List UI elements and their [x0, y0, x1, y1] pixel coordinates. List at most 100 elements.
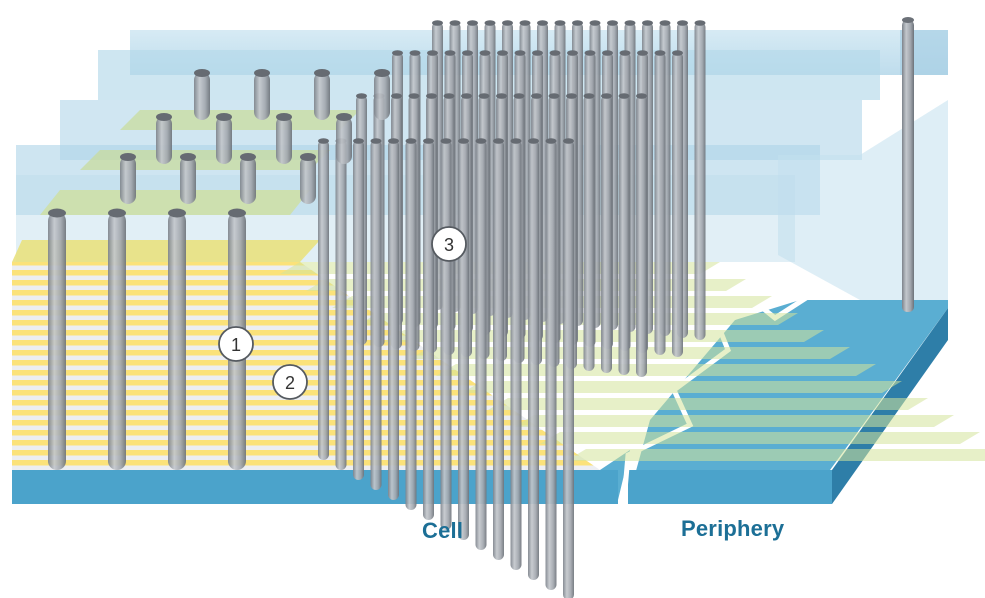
short-pillar-2-cap: [254, 69, 270, 77]
channel-pillar-r2-17: [672, 50, 683, 357]
green-plate-2: [80, 150, 330, 170]
front-pillar-2: [108, 208, 126, 470]
channel-pillar-r4-1: [318, 138, 329, 460]
channel-pillar-r4-10-body: [475, 140, 487, 550]
channel-pillar-r1-16-body: [694, 22, 706, 340]
periphery-region-label: Periphery: [681, 516, 785, 541]
front-pillar-3: [168, 208, 186, 470]
short-pillar-7: [276, 113, 292, 164]
channel-pillar-r1-16-cap: [694, 20, 706, 26]
channel-pillar-r1-13-cap: [642, 20, 653, 26]
channel-pillar-r4-3-cap: [353, 138, 364, 144]
front-pillar-2-cap: [108, 208, 126, 218]
front-pillars: [48, 208, 246, 470]
channel-pillar-r4-12-cap: [510, 138, 522, 144]
short-pillar-12-cap: [300, 153, 316, 161]
channel-pillar-r3-9-cap: [496, 93, 507, 99]
short-pillar-11-body: [240, 156, 256, 204]
channel-pillar-r3-17-cap: [636, 93, 647, 99]
channel-pillar-r2-6-cap: [479, 50, 491, 56]
channel-pillar-r4-2: [335, 138, 347, 470]
channel-pillar-r1-5-cap: [502, 20, 513, 26]
channel-pillar-r4-14-cap: [545, 138, 557, 144]
channel-pillar-r4-5: [388, 138, 399, 500]
channel-pillar-r2-4-cap: [444, 50, 456, 56]
channel-pillar-r3-15-cap: [601, 93, 612, 99]
channel-pillar-r4-4-body: [370, 140, 382, 490]
channel-pillar-r4-11-cap: [493, 138, 504, 144]
short-pillar-1: [194, 69, 210, 120]
callout-markers: 1 2 3: [218, 226, 467, 400]
channel-pillar-r4-1-cap: [318, 138, 329, 144]
channel-pillar-r2-9-cap: [532, 50, 543, 56]
channel-pillar-r3-6-cap: [443, 93, 455, 99]
channel-pillar-r4-7: [423, 138, 434, 520]
short-pillar-9-body: [120, 156, 136, 204]
channel-pillar-r4-14-body: [545, 140, 557, 590]
channel-pillar-r4-6-body: [405, 140, 417, 510]
channel-pillar-r4-11-body: [493, 140, 504, 560]
channel-pillar-r4-5-cap: [388, 138, 399, 144]
channel-pillar-r3-12-cap: [548, 93, 560, 99]
channel-pillar-r3-17: [636, 93, 647, 377]
channel-pillar-r1-11-cap: [607, 20, 618, 26]
substrate-cell-front: [12, 470, 618, 504]
stair-step-9: [488, 398, 928, 410]
channel-pillar-r4-10: [475, 138, 487, 550]
channel-pillar-r1-6-cap: [519, 20, 531, 26]
short-pillar-10-body: [180, 156, 196, 204]
channel-pillar-r2-2-cap: [409, 50, 421, 56]
channel-pillar-r4-15-body: [563, 140, 574, 598]
short-pillar-4-cap: [374, 69, 390, 77]
channel-pillar-r4-9-body: [458, 140, 469, 540]
channel-pillar-r4-15-cap: [563, 138, 574, 144]
marker-3-text: 3: [444, 235, 454, 255]
short-pillar-2-body: [254, 72, 270, 120]
channel-pillar-r2-10-cap: [549, 50, 561, 56]
channel-pillar-r1-14-cap: [659, 20, 671, 26]
channel-pillar-r3-5-cap: [426, 93, 437, 99]
channel-pillar-r3-14-body: [583, 95, 595, 371]
channel-pillar-r4-11: [493, 138, 504, 560]
channel-pillar-r4-7-body: [423, 140, 434, 520]
channel-pillar-r3-17-body: [636, 95, 647, 377]
front-pillar-3-body: [168, 212, 186, 470]
short-pillar-11-cap: [240, 153, 256, 161]
select-gate-plates: [40, 110, 360, 215]
channel-pillar-r1-16: [694, 20, 706, 340]
channel-pillar-r2-17-body: [672, 52, 683, 357]
short-pillar-5-cap: [156, 113, 172, 121]
channel-pillar-r2-5-cap: [462, 50, 473, 56]
channel-pillar-r4-4: [370, 138, 382, 490]
marker-1: 1: [218, 326, 254, 362]
channel-pillar-r2-16-cap: [654, 50, 666, 56]
stair-step-11: [540, 432, 980, 444]
channel-pillar-r4-9: [458, 138, 469, 540]
front-pillar-1: [48, 208, 66, 470]
short-pillar-4-body: [374, 72, 390, 120]
channel-pillar-r4-2-body: [335, 140, 347, 470]
short-pillar-7-body: [276, 116, 292, 164]
short-pillar-6: [216, 113, 232, 164]
short-pillar-11: [240, 153, 256, 204]
channel-pillar-r2-17-cap: [672, 50, 683, 56]
channel-pillar-r3-11-cap: [531, 93, 542, 99]
marker-1-text: 1: [231, 335, 241, 355]
marker-3: 3: [431, 226, 467, 262]
channel-pillar-r1-9-cap: [572, 20, 583, 26]
short-pillar-4: [374, 69, 390, 120]
channel-pillar-r4-8-body: [440, 140, 452, 530]
channel-pillar-r1-1-cap: [432, 20, 443, 26]
periphery-contact-cap: [902, 17, 914, 23]
channel-pillar-r3-15: [601, 93, 612, 373]
channel-pillar-r2-16: [654, 50, 666, 355]
channel-pillar-r3-1-cap: [356, 93, 367, 99]
marker-2-text: 2: [285, 373, 295, 393]
channel-pillars: [120, 20, 706, 598]
channel-pillar-r3-16: [618, 93, 630, 375]
channel-pillar-r4-15: [563, 138, 574, 598]
channel-pillar-r3-16-body: [618, 95, 630, 375]
front-pillar-2-body: [108, 212, 126, 470]
channel-pillar-r3-7-cap: [461, 93, 472, 99]
